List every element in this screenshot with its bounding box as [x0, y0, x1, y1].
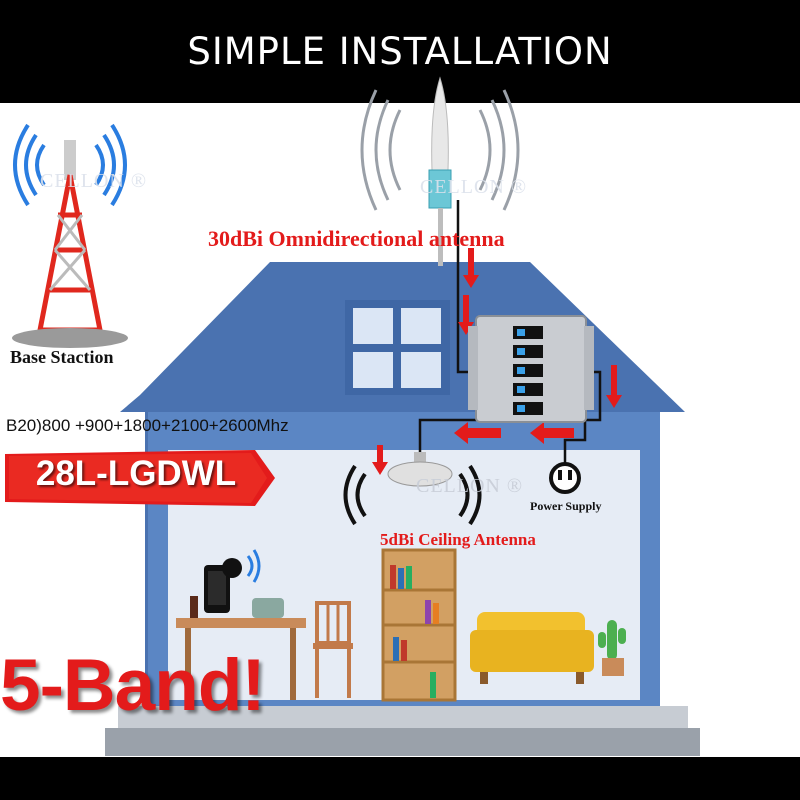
omni-antenna-label: 30dBi Omnidirectional antenna [208, 226, 505, 251]
frequency-label: B20)800 +900+1800+2100+2600Mhz [6, 416, 289, 435]
house-window [345, 300, 450, 395]
watermark: CELLON ® [416, 475, 524, 497]
base-station-tower [12, 123, 128, 348]
ceiling-antenna [343, 452, 482, 526]
power-supply-label: Power Supply [530, 499, 602, 513]
model-badge [5, 450, 275, 506]
watermark: CELLON ® [420, 176, 528, 198]
repeater-device [468, 315, 594, 423]
watermark: CELLON ® [40, 170, 148, 192]
house-step-bottom [105, 728, 700, 756]
header-bar [0, 0, 800, 103]
omni-antenna [360, 76, 520, 266]
band-count-label: 5-Band! [0, 645, 266, 726]
ceiling-antenna-label: 5dBi Ceiling Antenna [380, 530, 536, 549]
base-station-label: Base Staction [10, 347, 114, 367]
power-plug [549, 462, 581, 494]
model-number: 28L-LGDWL [35, 454, 237, 493]
signal-arrows [372, 248, 622, 475]
furniture [176, 548, 626, 702]
house-step-top [118, 706, 688, 728]
page-title: SIMPLE INSTALLATION [187, 30, 613, 73]
footer-bar [0, 757, 800, 800]
